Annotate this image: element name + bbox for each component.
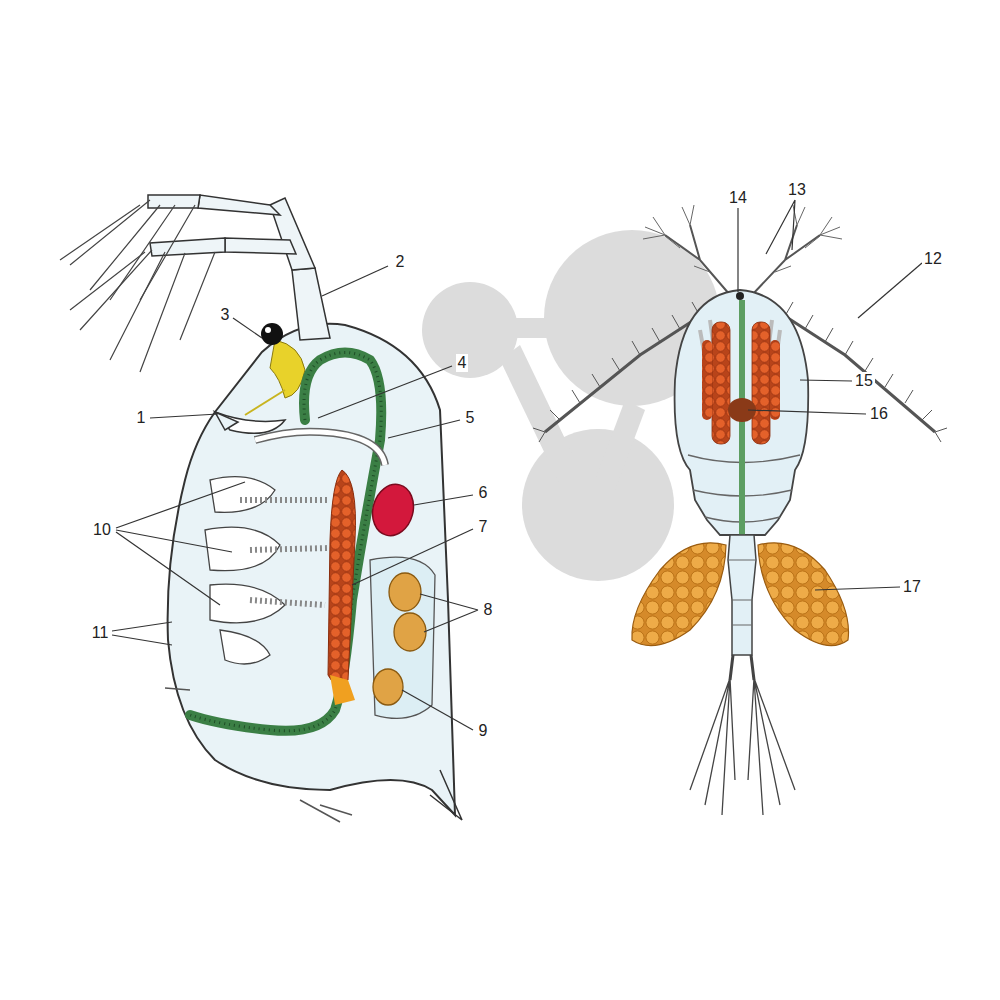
callout-number: 14	[727, 189, 749, 207]
leader-lines	[112, 200, 922, 730]
callout-number: 6	[477, 484, 490, 502]
callout-number: 13	[786, 181, 808, 199]
callout-number: 7	[477, 518, 490, 536]
legs	[205, 477, 330, 664]
callout-number: 15	[853, 372, 875, 390]
callout-number: 9	[477, 722, 490, 740]
gut	[190, 353, 381, 731]
egg-sac	[632, 543, 726, 646]
callout-number: 8	[482, 601, 495, 619]
antenna	[148, 195, 330, 340]
callout-number: 11	[90, 624, 111, 642]
callout-number: 10	[91, 521, 113, 539]
callout-number: 5	[464, 409, 477, 427]
callout-number: 12	[922, 250, 944, 268]
copepod	[533, 205, 947, 815]
callout-number: 3	[219, 306, 232, 324]
callout-number: 4	[456, 354, 469, 372]
callout-number: 17	[901, 578, 923, 596]
callout-number: 1	[135, 409, 148, 427]
ovary	[328, 470, 355, 684]
heart	[367, 480, 419, 541]
callout-number: 16	[868, 405, 890, 423]
callout-number: 2	[394, 253, 407, 271]
egg-sac	[758, 543, 849, 646]
antenna-setae	[60, 200, 215, 372]
daphnia	[60, 195, 462, 822]
carapace	[168, 324, 455, 815]
